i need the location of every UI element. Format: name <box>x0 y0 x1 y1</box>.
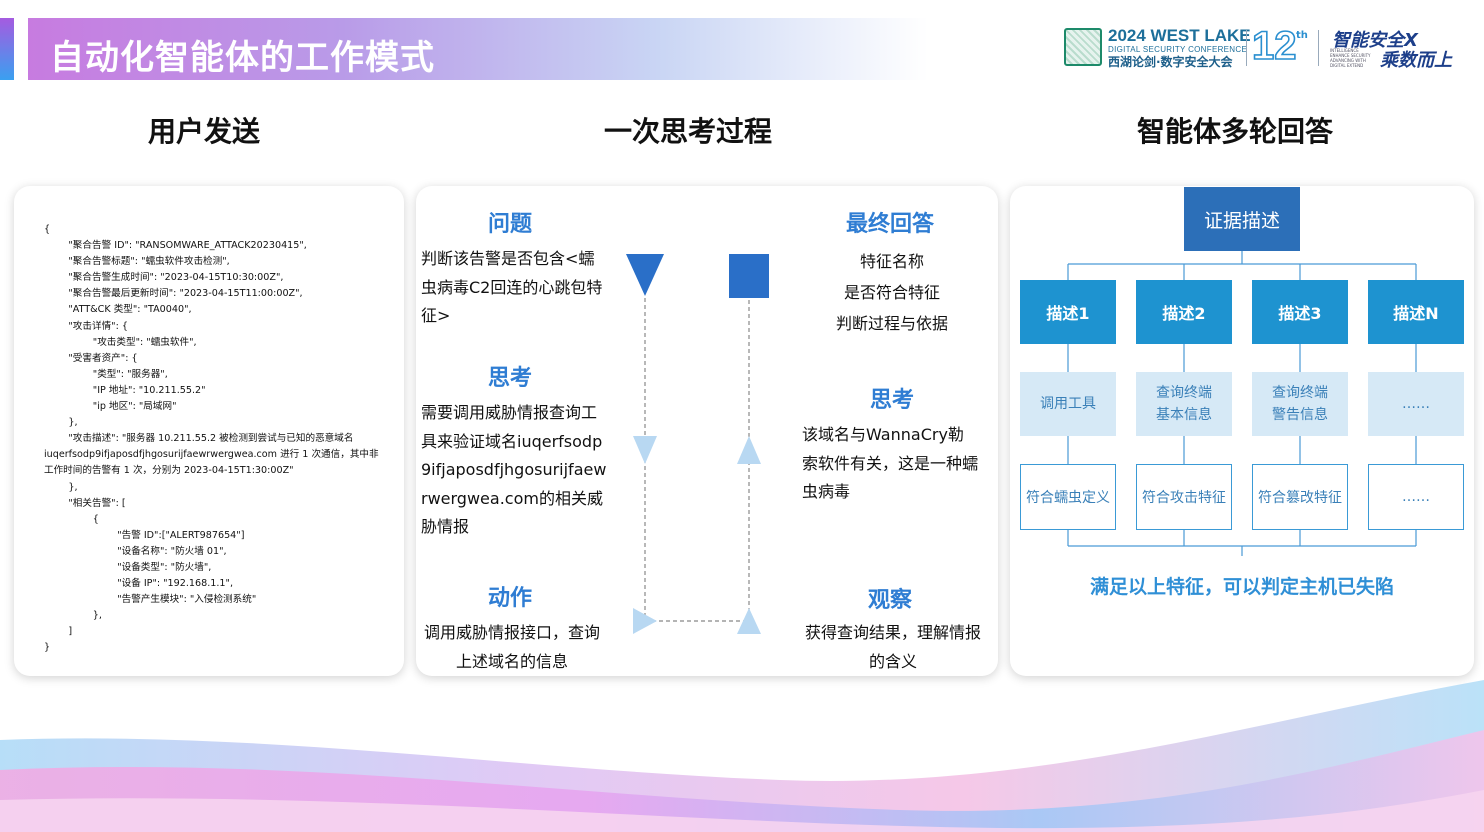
json-line: ] <box>44 626 73 638</box>
json-line: "ATT&CK 类型": "TA0040", <box>44 304 192 316</box>
final-answer-item: 判断过程与依据 <box>835 314 948 333</box>
right-arrow-icon <box>633 608 657 634</box>
json-line: { <box>44 224 51 235</box>
title-accent-bar <box>0 18 14 80</box>
json-line: "IP 地址": "10.211.55.2" <box>44 384 206 396</box>
json-line: "攻击描述": "服务器 10.211.55.2 被检测到尝试与已知的恶意域名 <box>44 433 354 445</box>
description-box: 描述N <box>1368 280 1464 344</box>
tool-box: …… <box>1368 372 1464 436</box>
json-line: "设备名称": "防火墙 01", <box>44 545 227 557</box>
logo-edition-suffix: th <box>1296 30 1308 41</box>
json-line: "受害者资产": { <box>44 352 138 364</box>
agent-answer-card: 证据描述 描述1 描述2 描述3 描述N 调用工具 查询终端 基本信息 查询终端… <box>1010 186 1474 676</box>
feature-box: 符合攻击特征 <box>1136 464 1232 530</box>
json-line: }, <box>44 481 78 493</box>
think2-title: 思考 <box>870 388 915 413</box>
up-arrow-icon <box>737 608 761 634</box>
heading-user-send: 用户发送 <box>148 115 261 148</box>
json-line: 工作时间的告警有 1 次，分别为 2023-04-15T1:30:00Z" <box>44 465 294 477</box>
question-title: 问题 <box>488 212 533 237</box>
question-text: 判断该告警是否包含<蠕虫病毒C2回连的心跳包特征> <box>421 249 603 325</box>
feature-box: …… <box>1368 464 1464 530</box>
json-line: }, <box>44 417 78 429</box>
final-answer-list: 特征名称 是否符合特征 判断过程与依据 <box>812 246 972 339</box>
think-title: 思考 <box>488 366 533 391</box>
action-title: 动作 <box>488 586 533 611</box>
final-answer-title: 最终回答 <box>846 212 935 237</box>
logo-separator <box>1318 30 1319 66</box>
tool-box: 查询终端 基本信息 <box>1136 372 1232 436</box>
think-text: 需要调用威胁情报查询工具来验证域名iuqerfsodp9ifjaposdfjhg… <box>421 403 607 536</box>
logo-line1: 2024 WEST LAKE <box>1108 26 1251 45</box>
evidence-tree-lines <box>1067 251 1417 556</box>
description-box: 描述3 <box>1252 280 1348 344</box>
json-line: iuqerfsodp9ifjaposdfjhgosurijfaewrwergwe… <box>44 449 379 461</box>
tool-box: 调用工具 <box>1020 372 1116 436</box>
conference-logo: 2024 WEST LAKE DIGITAL SECURITY CONFEREN… <box>1064 23 1464 72</box>
json-line: "ip 地区": "局域网" <box>44 401 177 413</box>
logo-line3: 西湖论剑·数字安全大会 <box>1108 55 1233 69</box>
alert-json-text: { "聚合告警 ID": "RANSOMWARE_ATTACK20230415"… <box>44 222 379 657</box>
up-arrow-icon <box>737 436 761 464</box>
conference-seal-icon <box>1064 28 1102 66</box>
logo-separator <box>1246 30 1247 66</box>
user-message-card: { "聚合告警 ID": "RANSOMWARE_ATTACK20230415"… <box>14 186 404 676</box>
question-arrow-icon <box>626 254 664 296</box>
logo-small-text: INTELLIGENCE ENHANCE SECURITY ADVANCING … <box>1330 48 1371 68</box>
json-line: "聚合告警最后更新时间": "2023-04-15T11:00:00Z", <box>44 288 303 300</box>
logo-line2: DIGITAL SECURITY CONFERENCE <box>1108 45 1248 54</box>
tool-box: 查询终端 警告信息 <box>1252 372 1348 436</box>
json-line: "相关告警": [ <box>44 497 126 509</box>
description-box: 描述1 <box>1020 280 1116 344</box>
evidence-description-box: 证据描述 <box>1184 187 1300 251</box>
observe-title: 观察 <box>868 588 913 613</box>
json-line: "聚合告警 ID": "RANSOMWARE_ATTACK20230415", <box>44 240 307 252</box>
json-line: "攻击类型": "蠕虫软件", <box>44 336 197 348</box>
heading-thinking-process: 一次思考过程 <box>604 115 773 148</box>
think2-text: 该域名与WannaCry勒索软件有关，这是一种蠕虫病毒 <box>802 425 979 501</box>
json-line: "聚合告警生成时间": "2023-04-15T10:30:00Z", <box>44 272 284 284</box>
json-line: }, <box>44 610 102 622</box>
json-line: "设备 IP": "192.168.1.1", <box>44 578 234 590</box>
json-line: "告警产生模块": "入侵检测系统" <box>44 594 257 606</box>
thinking-flow-diagram <box>626 254 769 634</box>
decorative-wave <box>0 680 1484 832</box>
description-box: 描述2 <box>1136 280 1232 344</box>
logo-edition: 12 <box>1251 23 1297 69</box>
action-text: 调用威胁情报接口，查询上述域名的信息 <box>423 623 600 671</box>
thinking-process-card: 问题 判断该告警是否包含<蠕虫病毒C2回连的心跳包特征> 思考 需要调用威胁情报… <box>416 186 998 676</box>
json-line: "攻击详情": { <box>44 320 128 332</box>
title-banner <box>28 18 928 80</box>
logo-slogan-1: 智能安全X <box>1332 30 1418 51</box>
heading-agent-answer: 智能体多轮回答 <box>1137 115 1334 148</box>
final-answer-square-icon <box>729 254 769 298</box>
feature-box: 符合篡改特征 <box>1252 464 1348 530</box>
final-answer-item: 特征名称 <box>859 252 924 271</box>
json-line: "类型": "服务器", <box>44 368 168 380</box>
json-line: "聚合告警标题": "蠕虫软件攻击检测", <box>44 256 230 268</box>
json-line: } <box>44 642 51 654</box>
final-answer-item: 是否符合特征 <box>843 283 940 302</box>
conclusion-text: 满足以上特征，可以判定主机已失陷 <box>1089 576 1394 598</box>
logo-slogan-2: 乘数而上 <box>1380 50 1452 71</box>
down-arrow-icon <box>633 436 657 464</box>
page-title: 自动化智能体的工作模式 <box>50 38 435 78</box>
observe-text: 获得查询结果，理解情报的含义 <box>804 623 981 671</box>
json-line: { <box>44 513 99 525</box>
json-line: "设备类型": "防火墙", <box>44 561 212 573</box>
feature-box: 符合蠕虫定义 <box>1020 464 1116 530</box>
json-line: "告警 ID":["ALERT987654"] <box>44 529 245 541</box>
